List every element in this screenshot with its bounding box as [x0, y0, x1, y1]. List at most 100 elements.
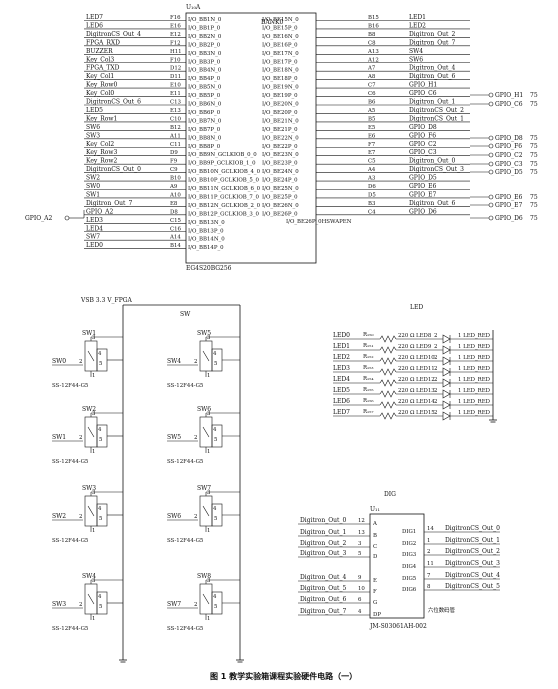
resistor-icon [379, 379, 397, 387]
led-pin: 2 [434, 333, 437, 339]
switch-ref: SW4 [82, 573, 96, 580]
fpga-left-port: I/O_BB10N_GCLKIOB_4_0 [188, 169, 261, 175]
gpio-ext-name: GPIO_E7 [495, 202, 522, 209]
fpga-extra-port: I/O_BE26P_0HSWAPEN [286, 219, 352, 225]
switch-ref: SW7 [197, 485, 211, 492]
dig-out-port: DIG5 [402, 576, 417, 582]
led-res: R₁₅₄ [363, 376, 374, 382]
switch-lever-icon [87, 350, 95, 362]
gpio-ext-pin: 75 [530, 135, 538, 142]
fpga-left-pin: E10 [170, 83, 181, 89]
gpio-ext-pin: 75 [530, 169, 538, 176]
fpga-right-pin: A5 [367, 108, 376, 114]
fpga-left-port: I/O_BB9N_GCLKIOB_0_0 [188, 152, 257, 158]
fpga-left-port: I/O_BB11P_GCLKIOB_7_0 [188, 194, 260, 200]
led-diode-icon [442, 378, 451, 388]
led-ref: LED10 [416, 355, 435, 361]
led-diode-icon [442, 334, 451, 344]
sw-title: SW [180, 311, 191, 318]
gpio-connector-icon [488, 194, 494, 200]
fpga-right-pin: C8 [368, 40, 376, 46]
fpga-right-net: GPIO_H1 [409, 82, 437, 89]
gpio-ext-pin: 75 [530, 202, 538, 209]
fpga-left-pin: F10 [170, 57, 181, 63]
switch-net: SW7 [167, 601, 181, 608]
led-part: 1 LED_RED [458, 388, 491, 394]
switch-lever-icon [87, 505, 95, 517]
fpga-right-pin: A12 [367, 57, 379, 63]
dig-out-port: DIG3 [402, 552, 417, 558]
fpga-left-port: I/O_BB7P_0 [188, 127, 221, 133]
gpio-connector-icon [488, 152, 494, 158]
led-value: 220 Ω [398, 388, 415, 394]
switch-part: SS-12F44-G5 [167, 538, 204, 544]
dig-in-port: DP [373, 612, 381, 618]
switch-pin: 4 [213, 506, 217, 512]
fpga-left-port: I/O_BB3P_0 [188, 59, 221, 65]
switch-part: SS-12F44-G5 [52, 383, 89, 389]
switch-pin: 2 [79, 514, 82, 520]
fpga-left-net: Key_Col3 [86, 56, 114, 63]
led-value: 220 Ω [398, 377, 415, 383]
switch-lever-icon [87, 593, 95, 605]
fpga-right-port: I/O_BE26N_0 [262, 203, 299, 209]
dig-in-pin: 13 [358, 530, 365, 536]
fpga-left-pin: C16 [170, 226, 182, 232]
switch-pin: 1 [92, 528, 95, 534]
fpga-left-net: Key_Row2 [86, 158, 118, 165]
dig-out-port: DIG2 [402, 541, 416, 547]
led-res: R₁₅₆ [363, 398, 374, 404]
switch-pin: 5 [214, 437, 218, 443]
ground-icon [119, 659, 127, 663]
figure-caption: 图 1 教学实验箱课程实验硬件电路（一） [210, 671, 357, 681]
fpga-right-port: I/O_BE26P_0 [262, 211, 298, 217]
switch-pin: 5 [214, 516, 218, 522]
fpga-right-net: Digitron_Out_4 [409, 65, 455, 72]
dig-in-port: B [373, 533, 377, 539]
gpio-connector-icon [488, 215, 494, 221]
fpga-left-pin: E8 [170, 201, 178, 207]
led-res: R₁₅₀ [363, 332, 374, 338]
fpga-part-number: EG4S20BG256 [186, 265, 232, 272]
fpga-left-pin: D8 [170, 209, 178, 215]
fpga-right-net: Digitron_Out_7 [409, 39, 455, 46]
fpga-right-pin: C6 [368, 91, 376, 97]
switch-part: SS-12F44-G5 [167, 459, 204, 465]
fpga-left-net: LED7 [86, 14, 103, 21]
fpga-right-net: Digitron_Out_1 [409, 99, 455, 106]
switch-pin: 3 [92, 490, 96, 496]
fpga-right-port: I/O_BE17N_0 [262, 51, 299, 57]
switch-lever-icon [202, 426, 210, 438]
fpga-right-pin: E5 [368, 125, 376, 131]
led-value: 220 Ω [398, 333, 415, 339]
switch-pin: 3 [207, 335, 211, 341]
fpga-left-net: SW0 [86, 183, 100, 190]
fpga-left-pin: E16 [170, 23, 181, 29]
led-value: 220 Ω [398, 355, 415, 361]
led-ref: LED13 [416, 388, 435, 394]
switch-lever-icon [202, 593, 210, 605]
switch-pin: 3 [207, 490, 211, 496]
fpga-left-pin: C10 [170, 116, 182, 122]
gpio-connector-icon [488, 143, 494, 149]
fpga-left-pin: F12 [170, 40, 181, 46]
fpga-right-pin: B16 [368, 23, 379, 29]
led-part: 1 LED_RED [458, 333, 491, 339]
switch-pin: 2 [194, 435, 197, 441]
led-diode-icon [442, 400, 451, 410]
fpga-left-net: SW6 [86, 124, 100, 131]
fpga-left-port: I/O_BB10P_GCLKIOB_5_0 [188, 178, 260, 184]
fpga-left-port: I/O_BB13P_0 [188, 228, 224, 234]
fpga-right-port: I/O_BE20P_0 [262, 110, 298, 116]
led-part: 1 LED_RED [458, 344, 491, 350]
dig-out-net: DigitronCS_Out_1 [445, 537, 500, 544]
fpga-right-pin: F7 [368, 142, 376, 148]
switch-pin: 2 [79, 359, 82, 365]
gpio-ext-name: GPIO_H1 [495, 92, 523, 99]
